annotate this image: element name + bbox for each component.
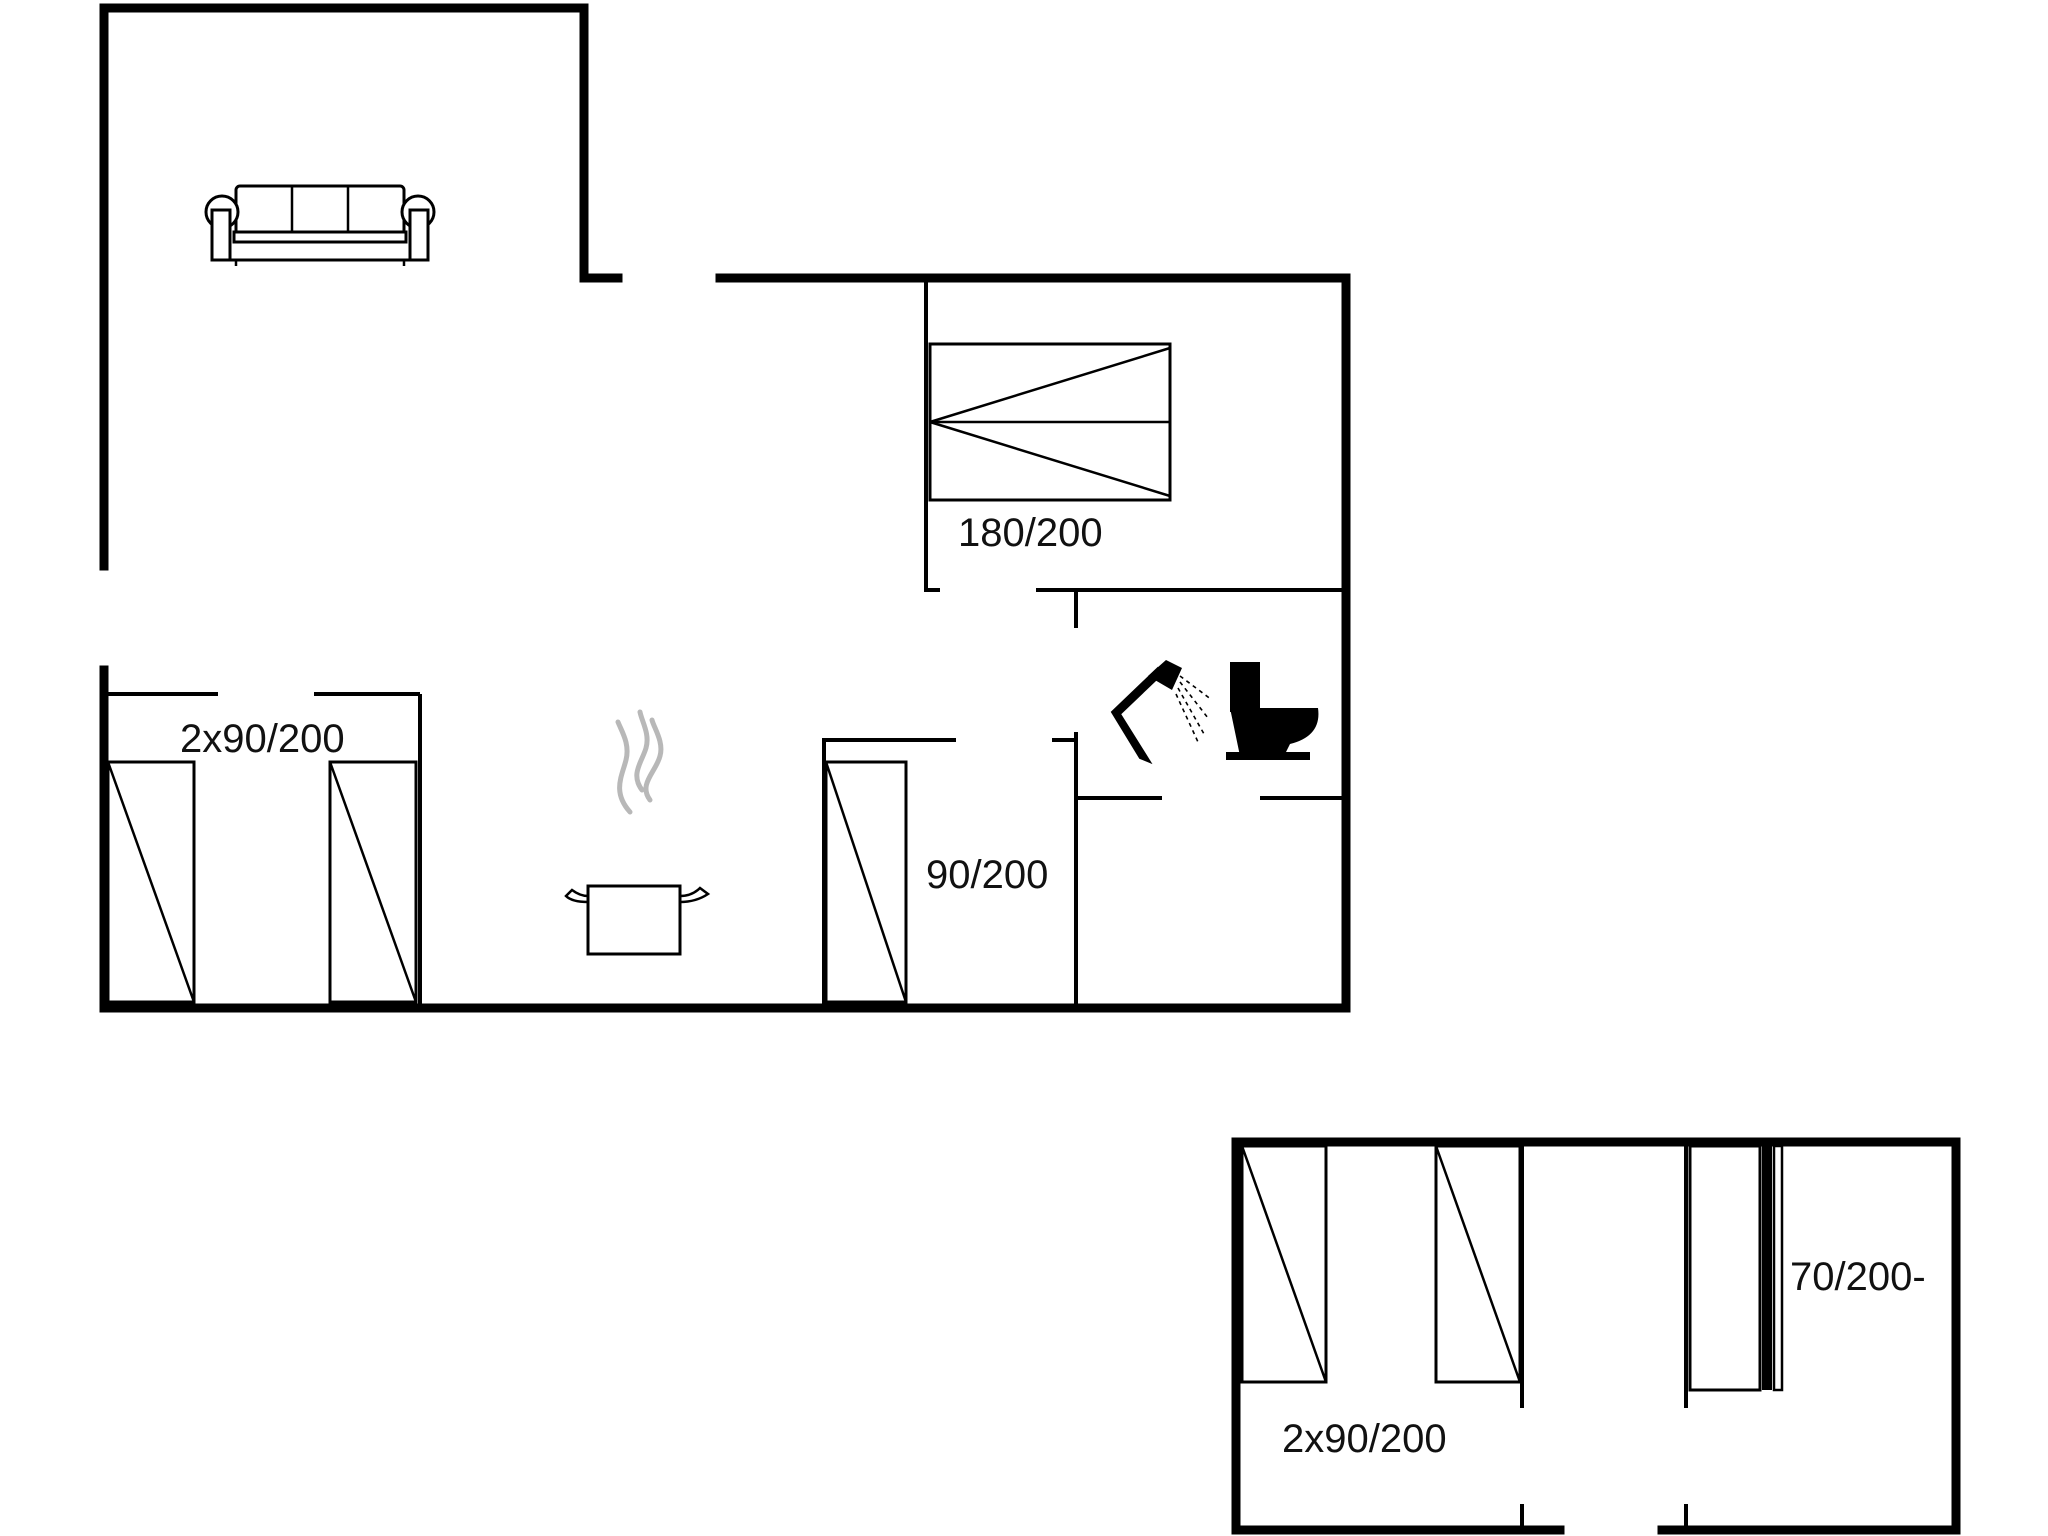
single-bed-icon [1240, 1144, 1328, 1384]
main-building-walls [99, 3, 1351, 1013]
label-twin-beds: 2x90/200 [180, 717, 345, 761]
sofa-icon [204, 184, 436, 266]
double-bed-icon [928, 342, 1172, 502]
label-annex-single: 70/200- [1790, 1255, 1926, 1299]
single-bed-icon [1688, 1144, 1784, 1392]
single-bed-icon [328, 760, 418, 1004]
shower-icon [1110, 660, 1213, 765]
label-single-bed: 90/200 [926, 853, 1048, 897]
single-bed-icon [824, 760, 908, 1004]
interior-walls [106, 282, 1344, 1004]
annex-building-walls [1231, 1137, 1961, 1535]
single-bed-icon [106, 760, 196, 1004]
label-master-bed: 180/200 [958, 511, 1103, 555]
label-annex-beds: 2x90/200 [1282, 1417, 1447, 1461]
cooking-pot-icon [564, 709, 711, 956]
toilet-icon [1226, 662, 1319, 760]
single-bed-icon [1434, 1144, 1522, 1384]
